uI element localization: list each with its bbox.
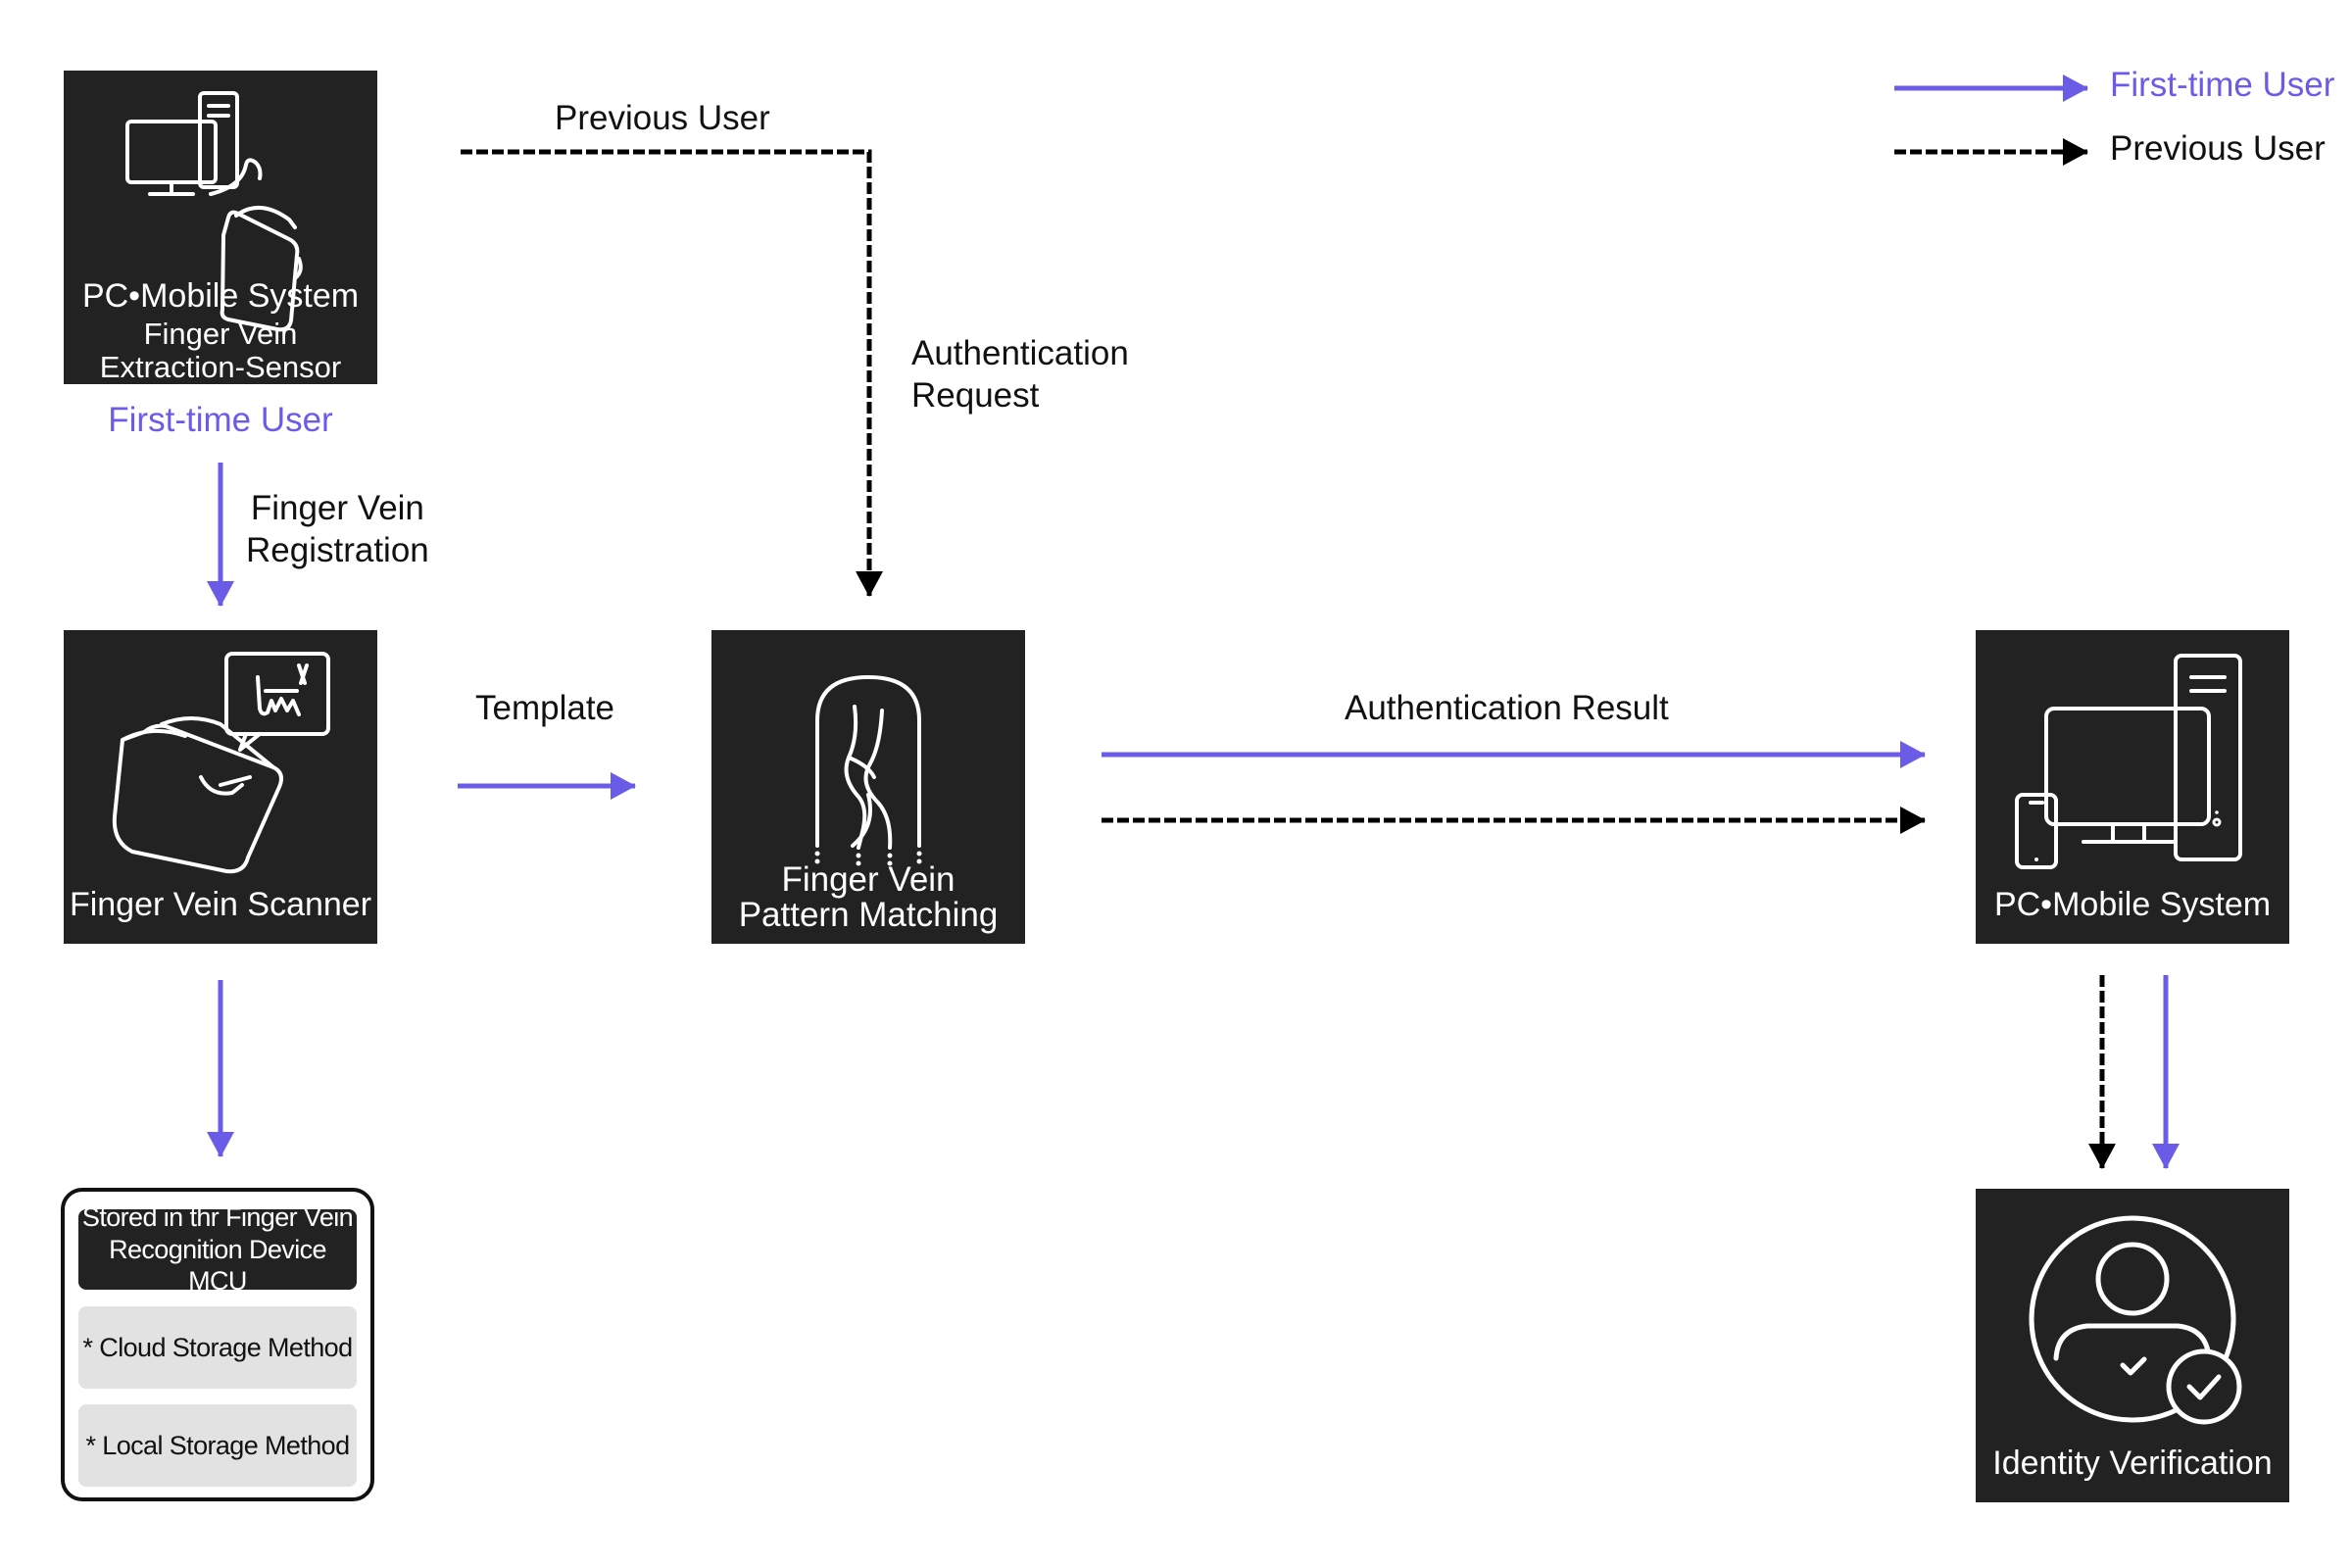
node-identity: Identity Verification — [1976, 1189, 2289, 1502]
pc-and-scanner-icon — [125, 91, 303, 332]
node-system-label: PC•Mobile System — [1993, 886, 2272, 923]
node-system: PC•Mobile System — [1976, 630, 2289, 944]
finger-scanner-icon — [112, 652, 330, 874]
pc-phone-tower-icon — [2015, 654, 2242, 869]
storage-item-cloud: * Cloud Storage Method — [78, 1306, 357, 1389]
auth-request-arrow — [461, 149, 883, 597]
auth-request-line1: Authentication — [911, 334, 1129, 372]
auth-request-line2: Request — [911, 375, 1040, 415]
previous-user-label: Previous User — [555, 99, 770, 137]
storage-item-local: * Local Storage Method — [78, 1404, 357, 1487]
registration-line1: Finger Vein — [250, 489, 424, 527]
node-identity-label: Identity Verification — [1992, 1445, 2273, 1482]
registration-label: Finger Vein Registration — [246, 488, 429, 571]
node-system-sensor-line1: PC•Mobile System — [81, 277, 360, 315]
node-matching-line2: Pattern Matching — [738, 896, 999, 934]
legend-first-time-label: First-time User — [2110, 66, 2335, 104]
finger-vein-arch-icon — [814, 675, 922, 866]
storage-head-line2: Recognition Device MCU — [109, 1234, 326, 1297]
node-system-sensor-line2: Finger Vein — [143, 317, 298, 351]
storage-box: Stored in thr Finger Vein Recognition De… — [61, 1188, 374, 1501]
auth-request-label: Authentication Request — [911, 333, 1129, 416]
node-scanner-label: Finger Vein Scanner — [69, 886, 372, 923]
user-verified-icon — [2029, 1215, 2242, 1425]
node-matching-line1: Finger Vein — [781, 860, 956, 899]
first-time-user-label: First-time User — [108, 401, 333, 439]
template-label: Template — [475, 689, 615, 727]
node-system-sensor: PC•Mobile System Finger Vein Extraction-… — [64, 71, 377, 384]
auth-result-label: Authentication Result — [1345, 689, 1669, 727]
node-scanner: Finger Vein Scanner — [64, 630, 377, 944]
storage-head-line1: Stored in thr Finger Vein — [81, 1202, 354, 1233]
legend-previous-label: Previous User — [2110, 129, 2326, 168]
node-matching: Finger Vein Pattern Matching — [711, 630, 1025, 944]
registration-line2: Registration — [246, 530, 429, 569]
storage-head: Stored in thr Finger Vein Recognition De… — [78, 1202, 357, 1296]
node-system-sensor-line3: Extraction-Sensor — [99, 350, 342, 384]
